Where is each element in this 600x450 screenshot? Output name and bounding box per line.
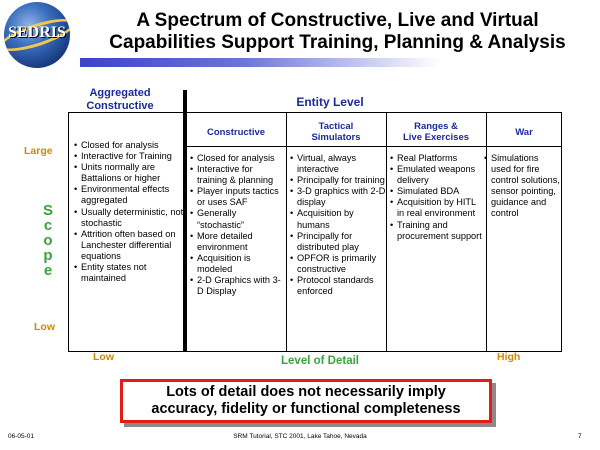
list-item: Acquisition by HITL in real environment bbox=[390, 197, 484, 219]
footer-date: 06-05-01 bbox=[8, 433, 35, 440]
list-item: Environmental effects aggregated bbox=[74, 184, 184, 206]
logo-text: SEDRIS bbox=[8, 24, 66, 41]
sedris-logo: SEDRIS bbox=[4, 2, 70, 68]
list-item: 3-D graphics with 2-D display bbox=[290, 186, 386, 208]
list-item: Principally for distributed play bbox=[290, 231, 386, 253]
list-item: More detailed environment bbox=[190, 231, 284, 253]
column-constructive: Closed for analysisInteractive for train… bbox=[190, 153, 284, 297]
header-constructive-label: Constructive bbox=[206, 126, 266, 138]
header-war-label: War bbox=[515, 126, 533, 138]
slide-title: A Spectrum of Constructive, Live and Vir… bbox=[80, 10, 595, 54]
column-aggregated: Closed for analysisInteractive for Train… bbox=[74, 140, 184, 284]
list-item: Virtual, always interactive bbox=[290, 153, 386, 175]
list-item: Generally “stochastic” bbox=[190, 208, 284, 230]
tactical-list: Virtual, always interactivePrincipally f… bbox=[290, 153, 386, 297]
divider-tactical-ranges bbox=[386, 112, 387, 352]
divider-constructive-tactical bbox=[286, 112, 287, 352]
list-item: Real Platforms bbox=[390, 153, 484, 164]
header-tactical-line-2: Simulators bbox=[311, 132, 361, 143]
footer-event: SRM Tutorial, STC 2001, Lake Tahoe, Neva… bbox=[233, 433, 367, 440]
list-item: 2-D Graphics with 3-D Display bbox=[190, 275, 284, 297]
callout-line-2: accuracy, fidelity or functional complet… bbox=[151, 401, 461, 417]
list-item: OPFOR is primarily constructive bbox=[290, 253, 386, 275]
detail-low-label: Low bbox=[93, 351, 114, 363]
list-item: Closed for analysis bbox=[74, 140, 184, 151]
level-of-detail-label: Level of Detail bbox=[281, 355, 359, 367]
list-item: Player inputs tactics or uses SAF bbox=[190, 186, 284, 208]
header-constructive: Constructive bbox=[188, 118, 284, 146]
list-item: Training and procurement support bbox=[390, 220, 484, 242]
column-war: Simulations used for fire control soluti… bbox=[484, 153, 560, 220]
scope-low-label: Low bbox=[34, 321, 55, 333]
list-item: Units normally are Battalions or higher bbox=[74, 162, 184, 184]
list-item: Emulated weapons delivery bbox=[390, 164, 484, 186]
constructive-list: Closed for analysisInteractive for train… bbox=[190, 153, 284, 297]
title-underline-bar bbox=[80, 58, 440, 67]
scope-axis-label: S c o p e bbox=[40, 203, 56, 278]
header-tactical-simulators: Tactical Simulators bbox=[288, 118, 384, 146]
header-ranges-line-2: Live Exercises bbox=[402, 132, 470, 143]
list-item: Usually deterministic, not stochastic bbox=[74, 207, 184, 229]
column-ranges: Real PlatformsEmulated weapons deliveryS… bbox=[390, 153, 484, 242]
footer-page-number: 7 bbox=[578, 433, 582, 440]
header-row-divider bbox=[187, 146, 562, 147]
list-item: Acquisition by humans bbox=[290, 208, 386, 230]
list-item: Interactive for Training bbox=[74, 151, 184, 162]
divider-aggregated-entity bbox=[183, 90, 187, 352]
list-item: Closed for analysis bbox=[190, 153, 284, 164]
callout-line-1: Lots of detail does not necessarily impl… bbox=[166, 384, 446, 400]
ranges-list: Real PlatformsEmulated weapons deliveryS… bbox=[390, 153, 484, 242]
table-frame bbox=[68, 112, 562, 352]
header-war: War bbox=[488, 118, 560, 146]
scope-large-label: Large bbox=[24, 145, 53, 157]
column-tactical: Virtual, always interactivePrincipally f… bbox=[290, 153, 386, 297]
header-tactical-line-1: Tactical bbox=[318, 121, 354, 132]
detail-high-label: High bbox=[497, 351, 521, 363]
list-item: Simulations used for fire control soluti… bbox=[484, 153, 560, 220]
scope-letter: c bbox=[43, 217, 53, 234]
divider-ranges-war bbox=[486, 112, 487, 352]
list-item: Protocol standards enforced bbox=[290, 275, 386, 297]
list-item: Attrition often based on Lanchester diff… bbox=[74, 229, 184, 262]
header-aggregated-line-1: Aggregated bbox=[89, 87, 151, 99]
scope-letter: o bbox=[43, 232, 53, 249]
header-ranges-line-1: Ranges & bbox=[414, 121, 458, 132]
header-ranges-live-exercises: Ranges & Live Exercises bbox=[388, 118, 484, 146]
title-line-2: Capabilities Support Training, Planning … bbox=[109, 32, 566, 53]
scope-letter: p bbox=[43, 247, 53, 264]
title-line-1: A Spectrum of Constructive, Live and Vir… bbox=[136, 10, 539, 31]
war-list: Simulations used for fire control soluti… bbox=[484, 153, 560, 220]
aggregated-list: Closed for analysisInteractive for Train… bbox=[74, 140, 184, 284]
header-aggregated-line-2: Constructive bbox=[86, 100, 154, 112]
list-item: Principally for training bbox=[290, 175, 386, 186]
scope-letter: e bbox=[43, 262, 53, 279]
list-item: Acquisition is modeled bbox=[190, 253, 284, 275]
header-aggregated-constructive: Aggregated Constructive bbox=[62, 87, 178, 113]
scope-letter: S bbox=[42, 202, 53, 219]
list-item: Simulated BDA bbox=[390, 186, 484, 197]
callout-box: Lots of detail does not necessarily impl… bbox=[120, 379, 492, 423]
header-entity-level: Entity Level bbox=[296, 95, 364, 109]
list-item: Interactive for training & planning bbox=[190, 164, 284, 186]
list-item: Entity states not maintained bbox=[74, 262, 184, 284]
